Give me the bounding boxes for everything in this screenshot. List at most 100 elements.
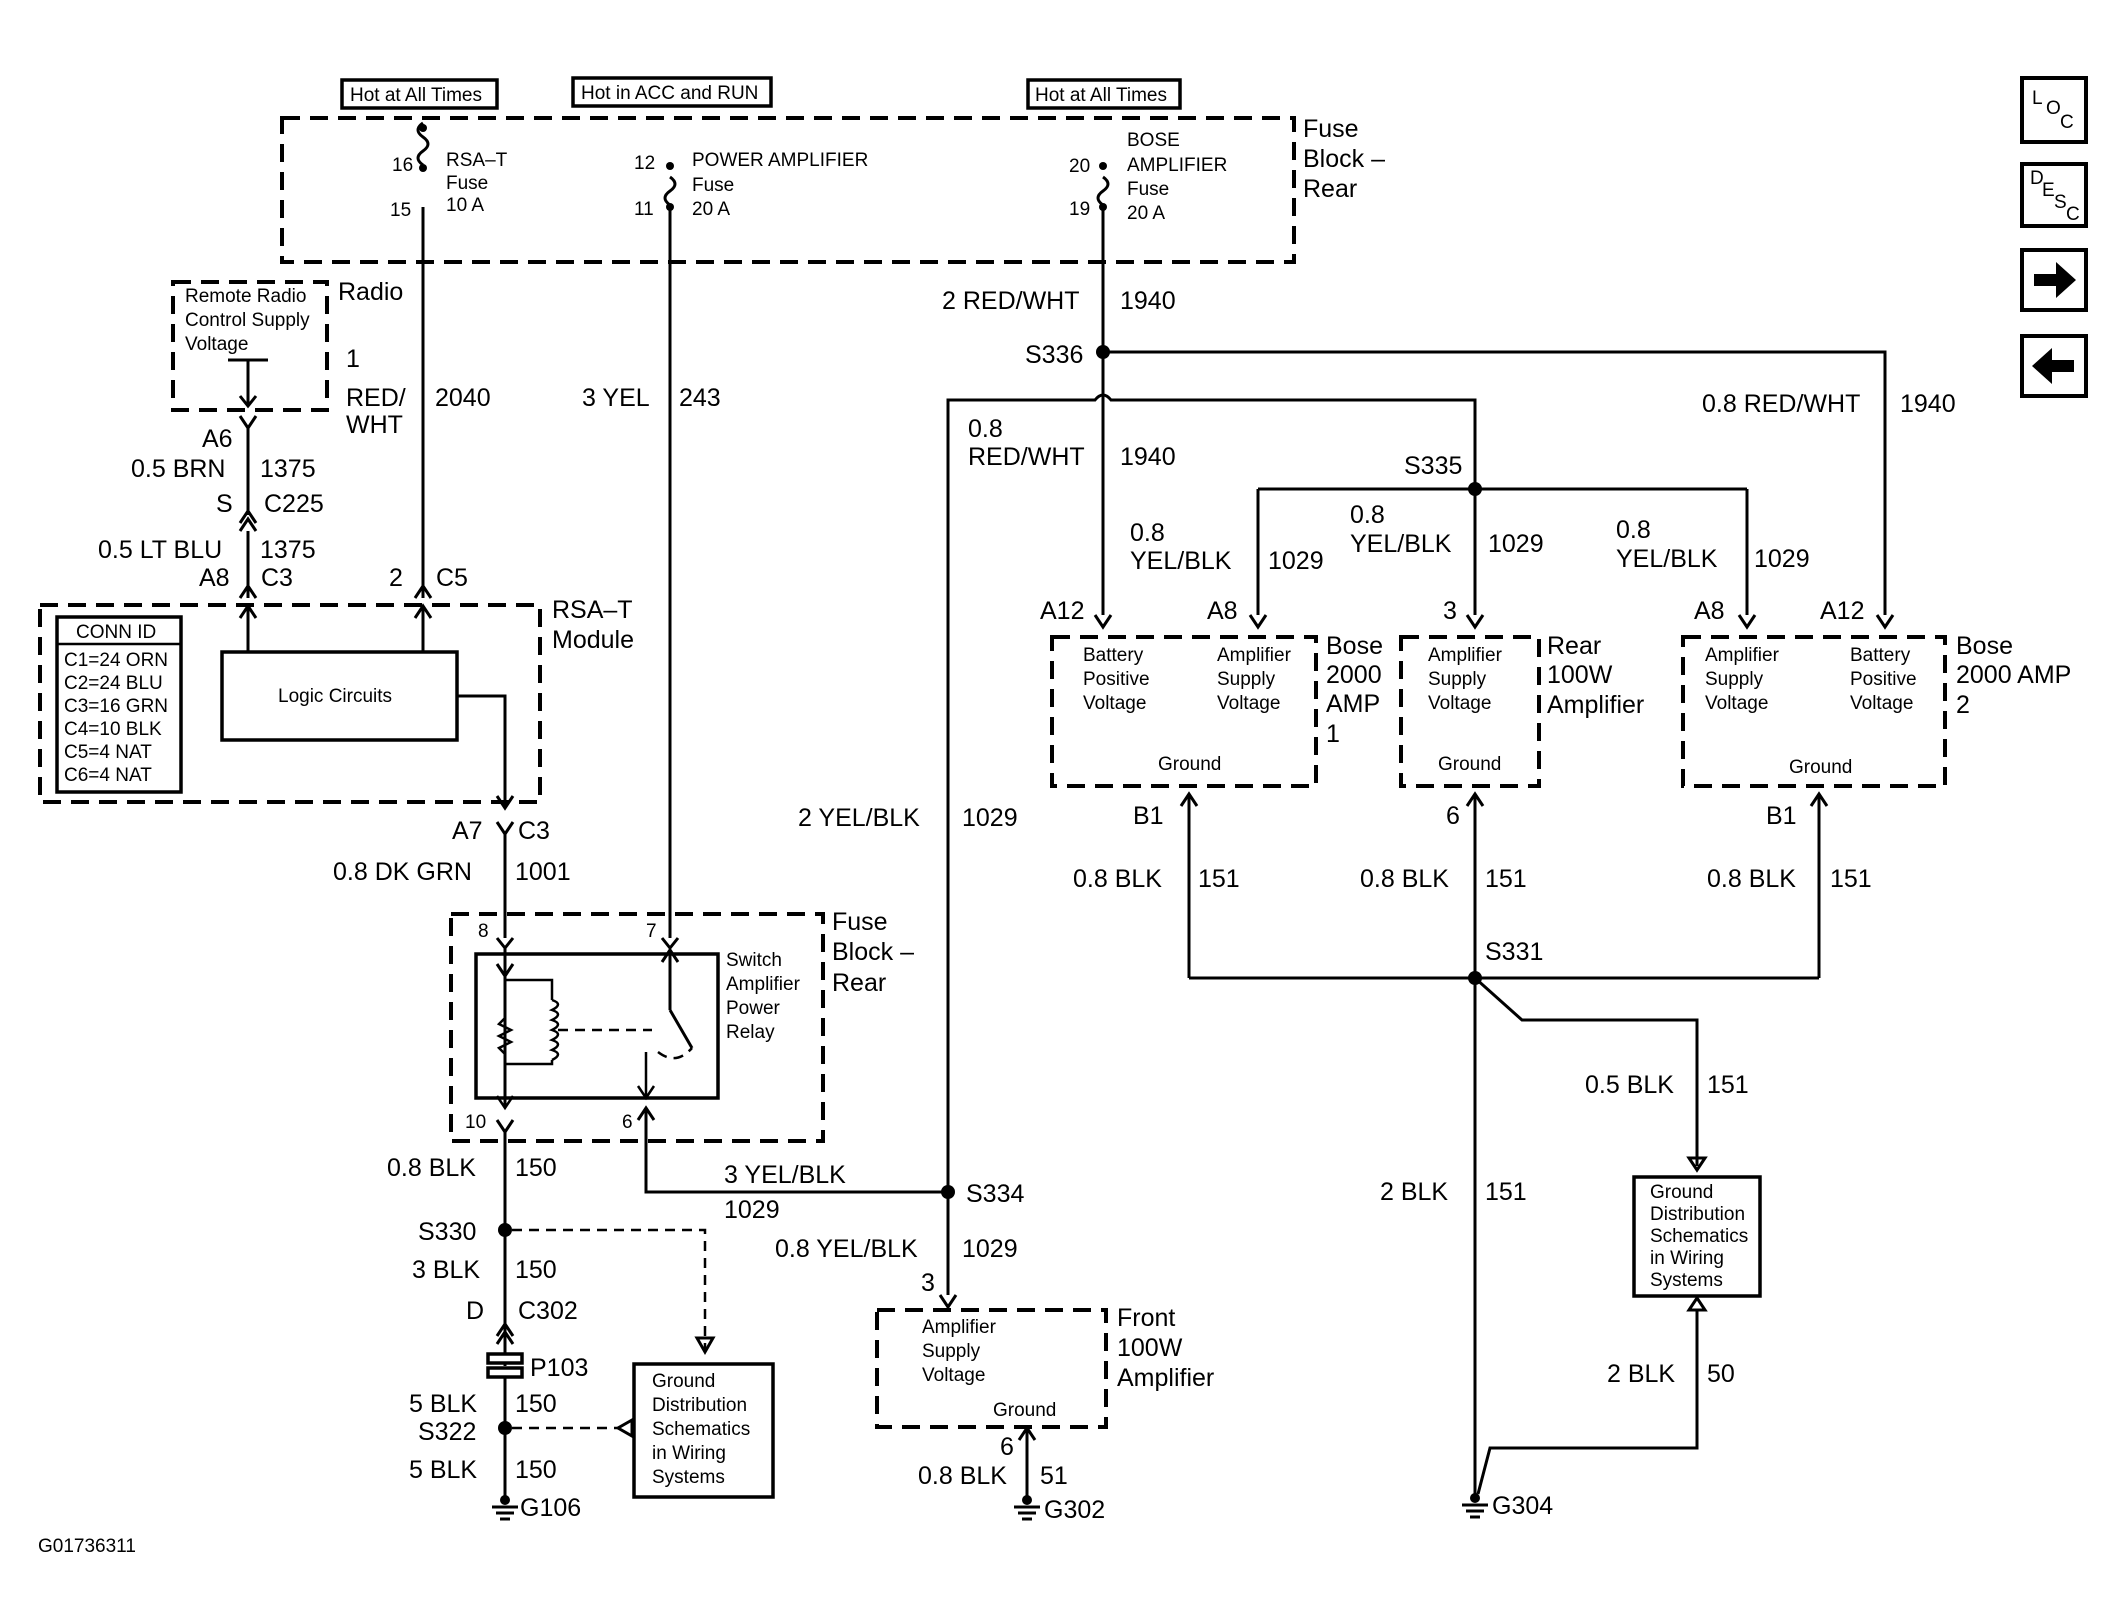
fuse-block-label-1: Fuse — [1303, 115, 1359, 143]
svg-text:2040: 2040 — [435, 384, 491, 412]
svg-text:AMPLIFIER: AMPLIFIER — [1127, 155, 1227, 176]
svg-text:A12: A12 — [1820, 597, 1864, 625]
svg-text:Ground: Ground — [1650, 1182, 1713, 1203]
svg-text:150: 150 — [515, 1154, 557, 1182]
relay-fuse-block — [449, 912, 825, 1143]
conn-id-table — [55, 615, 183, 794]
svg-text:20: 20 — [1069, 156, 1090, 177]
svg-text:S322: S322 — [418, 1418, 476, 1446]
fuse-block-rear-top — [280, 116, 1296, 264]
svg-text:1940: 1940 — [1120, 443, 1176, 471]
svg-text:2000 AMP: 2000 AMP — [1956, 661, 2071, 689]
svg-text:100W: 100W — [1117, 1334, 1183, 1362]
svg-text:6: 6 — [1446, 802, 1460, 830]
svg-text:3 YEL/BLK: 3 YEL/BLK — [724, 1161, 846, 1189]
svg-text:100W: 100W — [1547, 661, 1613, 689]
svg-text:Amplifier: Amplifier — [726, 974, 801, 995]
svg-text:243: 243 — [679, 384, 721, 412]
svg-text:Positive: Positive — [1850, 669, 1917, 690]
svg-text:6: 6 — [1000, 1433, 1014, 1461]
svg-text:12: 12 — [634, 153, 655, 174]
svg-text:3: 3 — [921, 1269, 935, 1297]
svg-text:Remote Radio: Remote Radio — [185, 286, 306, 307]
desc-icon[interactable]: D E S C — [2020, 162, 2088, 228]
svg-text:A8: A8 — [1694, 597, 1725, 625]
svg-text:0.8 DK GRN: 0.8 DK GRN — [333, 858, 472, 886]
svg-text:Power: Power — [726, 998, 781, 1019]
svg-text:Distribution: Distribution — [652, 1395, 747, 1416]
svg-text:Rear: Rear — [832, 969, 886, 997]
svg-text:Ground: Ground — [652, 1371, 715, 1392]
svg-text:S: S — [2054, 192, 2067, 213]
svg-text:C302: C302 — [518, 1297, 578, 1325]
back-arrow-icon[interactable] — [2020, 334, 2088, 398]
svg-text:Amplifier: Amplifier — [922, 1317, 997, 1338]
svg-text:Hot in ACC and RUN: Hot in ACC and RUN — [581, 83, 758, 104]
svg-text:G304: G304 — [1492, 1492, 1553, 1520]
svg-text:Ground: Ground — [1438, 754, 1501, 775]
svg-text:1375: 1375 — [260, 455, 316, 483]
svg-text:0.8: 0.8 — [1616, 516, 1651, 544]
svg-text:C1=24 ORN: C1=24 ORN — [64, 650, 168, 671]
svg-text:A8: A8 — [1207, 597, 1238, 625]
svg-text:2 RED/WHT: 2 RED/WHT — [942, 287, 1080, 315]
svg-text:Ground: Ground — [993, 1400, 1056, 1421]
svg-text:11: 11 — [634, 199, 654, 220]
svg-text:A12: A12 — [1040, 597, 1084, 625]
svg-text:C3: C3 — [261, 564, 293, 592]
svg-text:151: 151 — [1485, 865, 1527, 893]
svg-text:RSA–T: RSA–T — [446, 150, 508, 171]
svg-text:6: 6 — [622, 1112, 633, 1133]
svg-text:Positive: Positive — [1083, 669, 1150, 690]
svg-text:Amplifier: Amplifier — [1217, 645, 1292, 666]
svg-text:0.8: 0.8 — [1130, 519, 1165, 547]
svg-text:C2=24 BLU: C2=24 BLU — [64, 673, 163, 694]
svg-text:0.8: 0.8 — [1350, 501, 1385, 529]
svg-text:YEL/BLK: YEL/BLK — [1130, 547, 1232, 575]
bose-amp-1-box — [1050, 635, 1318, 788]
svg-text:2 YEL/BLK: 2 YEL/BLK — [798, 804, 920, 832]
svg-text:YEL/BLK: YEL/BLK — [1616, 545, 1718, 573]
svg-text:0.8 BLK: 0.8 BLK — [1073, 865, 1162, 893]
svg-text:0.5 BLK: 0.5 BLK — [1585, 1071, 1674, 1099]
svg-text:A6: A6 — [202, 425, 233, 453]
svg-text:2: 2 — [389, 564, 403, 592]
svg-text:151: 151 — [1485, 1178, 1527, 1206]
svg-text:B1: B1 — [1766, 802, 1797, 830]
svg-text:L: L — [2032, 88, 2043, 109]
svg-text:0.8 YEL/BLK: 0.8 YEL/BLK — [775, 1235, 918, 1263]
hot-tag-left: Hot at All Times — [340, 78, 499, 110]
svg-text:C5=4 NAT: C5=4 NAT — [64, 742, 152, 763]
svg-text:0.8 BLK: 0.8 BLK — [1360, 865, 1449, 893]
svg-text:3 BLK: 3 BLK — [412, 1256, 480, 1284]
rsat-label-2: Module — [552, 626, 634, 654]
svg-text:Supply: Supply — [1217, 669, 1276, 690]
svg-text:16: 16 — [392, 155, 413, 176]
svg-text:1940: 1940 — [1120, 287, 1176, 315]
ground-g106: G106 — [492, 1494, 581, 1522]
svg-text:1029: 1029 — [724, 1196, 780, 1224]
svg-text:D: D — [466, 1297, 484, 1325]
svg-text:YEL/BLK: YEL/BLK — [1350, 530, 1452, 558]
svg-text:8: 8 — [478, 921, 489, 942]
svg-text:Voltage: Voltage — [1705, 693, 1768, 714]
svg-text:BOSE: BOSE — [1127, 130, 1180, 151]
svg-text:0.5 LT BLU: 0.5 LT BLU — [98, 536, 222, 564]
svg-text:Systems: Systems — [652, 1467, 725, 1488]
svg-text:Rear: Rear — [1547, 632, 1601, 660]
svg-text:Voltage: Voltage — [1428, 693, 1491, 714]
svg-text:50: 50 — [1707, 1360, 1735, 1388]
loc-icon[interactable]: L O C — [2020, 76, 2088, 144]
next-arrow-icon[interactable] — [2020, 248, 2088, 312]
svg-text:1: 1 — [1326, 720, 1340, 748]
ground-dist-box-left[interactable] — [632, 1362, 775, 1499]
figure-id: G01736311 — [38, 1536, 136, 1557]
svg-text:CONN ID: CONN ID — [76, 622, 156, 643]
svg-text:20 A: 20 A — [1127, 203, 1165, 224]
svg-text:Fuse: Fuse — [1127, 179, 1169, 200]
svg-text:WHT: WHT — [346, 411, 403, 439]
svg-text:C6=4 NAT: C6=4 NAT — [64, 765, 152, 786]
svg-text:A8: A8 — [199, 564, 230, 592]
svg-text:1029: 1029 — [962, 804, 1018, 832]
svg-text:G302: G302 — [1044, 1496, 1105, 1524]
